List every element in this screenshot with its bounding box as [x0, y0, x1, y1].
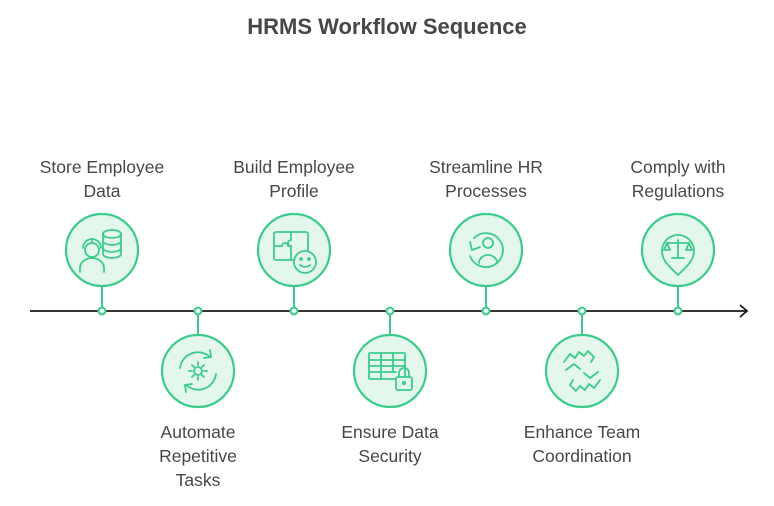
- secure-table-icon: [368, 352, 413, 391]
- step-label-comply-with-regulations: Comply with Regulations: [598, 155, 758, 203]
- step-enhance-team-coordination: [544, 306, 620, 409]
- timeline-dot: [97, 306, 107, 316]
- employee-database-icon: [79, 229, 122, 273]
- step-label-line: Streamline HR: [429, 157, 543, 177]
- step-label-line: Data: [83, 181, 121, 201]
- timeline-arrowhead: [739, 304, 749, 318]
- step-label-automate-repetitive-tasks: Automate Repetitive Tasks: [118, 420, 278, 492]
- step-icon-circle: [64, 212, 140, 288]
- step-build-employee-profile: [256, 212, 332, 316]
- step-automate-repetitive-tasks: [160, 306, 236, 409]
- step-label-ensure-data-security: Ensure Data Security: [310, 420, 470, 468]
- step-icon-circle: [160, 333, 236, 409]
- step-label-line: Regulations: [631, 181, 725, 201]
- step-streamline-hr-processes: [448, 212, 524, 316]
- step-label-streamline-hr-processes: Streamline HR Processes: [406, 155, 566, 203]
- step-label-line: Processes: [445, 181, 527, 201]
- timeline-dot: [289, 306, 299, 316]
- timeline-dot: [193, 306, 203, 316]
- step-icon-circle: [448, 212, 524, 288]
- automation-gear-icon: [179, 349, 217, 393]
- diagram-title: HRMS Workflow Sequence: [247, 14, 527, 39]
- step-ensure-data-security: [352, 306, 428, 409]
- step-icon-circle: [544, 333, 620, 409]
- step-label-line: Enhance Team: [523, 422, 641, 442]
- process-refresh-user-icon: [469, 232, 504, 268]
- compliance-scales-icon: [661, 234, 695, 276]
- step-label-line: Build Employee: [233, 157, 355, 177]
- step-label-line: Store Employee: [39, 157, 165, 177]
- profile-puzzle-icon: [273, 231, 317, 274]
- timeline-dot: [481, 306, 491, 316]
- step-label-build-employee-profile: Build Employee Profile: [214, 155, 374, 203]
- step-label-store-employee-data: Store Employee Data: [22, 155, 182, 203]
- step-icon-circle: [256, 212, 332, 288]
- timeline-dot: [673, 306, 683, 316]
- step-label-line: Security: [358, 446, 422, 466]
- step-label-line: Profile: [269, 181, 319, 201]
- step-label-enhance-team-coordination: Enhance Team Coordination: [502, 420, 662, 468]
- step-label-line: Ensure Data: [341, 422, 439, 442]
- team-hands-icon: [563, 350, 601, 392]
- timeline-dot: [385, 306, 395, 316]
- step-icon-circle: [352, 333, 428, 409]
- step-label-line: Comply with: [630, 157, 726, 177]
- step-label-line: Coordination: [532, 446, 632, 466]
- step-label-line: Automate: [160, 422, 236, 442]
- step-label-line: Tasks: [175, 470, 221, 490]
- step-store-employee-data: [64, 212, 140, 316]
- step-label-line: Repetitive: [159, 446, 237, 466]
- timeline-dot: [577, 306, 587, 316]
- step-comply-with-regulations: [640, 212, 716, 316]
